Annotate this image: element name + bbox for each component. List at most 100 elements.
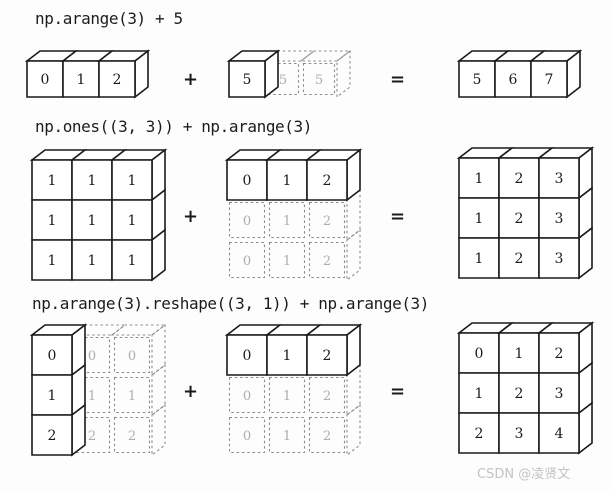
equals-operator-3: =: [390, 381, 406, 402]
cell-value: 2: [48, 428, 57, 444]
cube-cell: 2: [31, 403, 86, 457]
array-block-scalar5-broadcast: 5 5 5: [226, 49, 352, 99]
plus-operator-2: +: [183, 206, 199, 227]
cell-value: 5: [473, 72, 482, 88]
cell-value: 1: [88, 389, 96, 404]
cell-value: 1: [283, 389, 291, 404]
cell-value: 2: [515, 171, 524, 187]
cube-cell: 2: [96, 49, 151, 99]
cell-value: 0: [243, 348, 252, 364]
cube-cell: 0: [29, 323, 88, 377]
cube-cell: 1: [496, 322, 555, 374]
cube-cell: 4: [538, 401, 593, 455]
cube-cell: 1: [71, 239, 113, 281]
cube-cell: 2: [498, 372, 540, 414]
cell-value: 2: [323, 389, 331, 404]
expression-title-3: np.arange(3).reshape((3, 1)) + np.arange…: [32, 294, 430, 313]
ghost-cell: 0: [228, 416, 266, 454]
expression-title-2: np.ones((3, 3)) + np.arange(3): [35, 117, 312, 136]
watermark: CSDN @凌贤文: [477, 467, 571, 482]
cell-value: 1: [128, 253, 137, 269]
ghost-cell: 0: [228, 376, 266, 414]
ghost-cell: 5: [299, 49, 352, 99]
cell-value: 2: [323, 214, 331, 229]
cell-value: 6: [509, 72, 518, 88]
cell-value: 3: [515, 426, 524, 442]
cell-value: 0: [48, 348, 57, 364]
cell-value: 3: [555, 171, 564, 187]
cell-value: 2: [323, 348, 332, 364]
cube-cell: 7: [528, 49, 583, 99]
cell-value: 1: [283, 214, 291, 229]
cell-value: 1: [48, 213, 57, 229]
cell-value: 0: [243, 389, 251, 404]
cube-cell: 3: [536, 146, 595, 200]
cell-value: 1: [283, 254, 291, 269]
cube-cell: 1: [458, 237, 500, 279]
expression-title-1: np.arange(3) + 5: [35, 9, 183, 28]
ghost-cell: 0: [228, 241, 266, 279]
cell-value: 2: [515, 211, 524, 227]
cell-value: 5: [315, 73, 323, 88]
cell-value: 1: [88, 173, 97, 189]
cell-value: 0: [128, 349, 136, 364]
cell-value: 0: [41, 72, 50, 88]
cube-cell: 3: [538, 186, 593, 240]
cell-value: 0: [243, 429, 251, 444]
cell-value: 2: [475, 426, 484, 442]
plus-operator-3: +: [183, 381, 199, 402]
cube-cell: 6: [492, 50, 547, 98]
cell-value: 4: [555, 426, 564, 442]
cube-cell: 3: [498, 412, 540, 454]
cell-value: 1: [475, 386, 484, 402]
cube-cell: 2: [458, 412, 500, 454]
cell-value: 5: [243, 72, 252, 88]
equals-operator-2: =: [390, 206, 406, 227]
cube-cell: 2: [536, 321, 595, 375]
cell-value: 5: [279, 73, 287, 88]
cube-cell: 1: [458, 197, 500, 239]
cube-cell: 3: [538, 226, 593, 280]
cell-value: 1: [475, 171, 484, 187]
cube-cell: 5: [226, 49, 281, 99]
ghost-cell: 1: [113, 363, 166, 417]
cube-cell: 1: [71, 199, 113, 241]
cube-cell: 1: [458, 372, 500, 414]
cube-cell: 2: [498, 197, 540, 239]
cell-value: 1: [48, 253, 57, 269]
ghost-cell: 1: [268, 201, 306, 239]
cell-value: 1: [77, 72, 86, 88]
cell-value: 2: [88, 429, 96, 444]
cube-cell: 0: [24, 50, 79, 98]
cell-value: 3: [555, 251, 564, 267]
ghost-cell: 0: [228, 201, 266, 239]
ghost-cell: 0: [110, 323, 167, 377]
cube-cell: 1: [31, 239, 73, 281]
cube-cell: 2: [304, 323, 363, 377]
ghost-cell: 2: [308, 403, 361, 457]
cell-value: 2: [323, 254, 331, 269]
cell-value: 2: [128, 429, 136, 444]
cell-value: 1: [88, 213, 97, 229]
ghost-cell: 1: [268, 416, 306, 454]
cell-value: 1: [128, 173, 137, 189]
cell-value: 2: [555, 346, 564, 362]
cube-cell: 5: [456, 50, 511, 98]
cell-value: 1: [475, 211, 484, 227]
cell-value: 1: [88, 253, 97, 269]
cell-value: 1: [128, 389, 136, 404]
cube-cell: 2: [498, 237, 540, 279]
cell-value: 3: [555, 211, 564, 227]
cell-value: 1: [283, 429, 291, 444]
cell-value: 0: [475, 346, 484, 362]
cube-cell: 2: [496, 147, 555, 199]
cube-cell: 1: [111, 228, 166, 282]
